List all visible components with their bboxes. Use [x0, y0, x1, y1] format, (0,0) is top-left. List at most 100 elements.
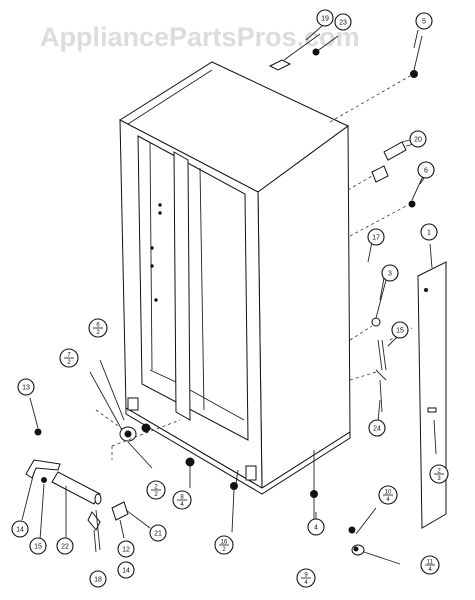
callout-2-2: 22 — [146, 480, 166, 500]
callout-15: 15 — [391, 321, 409, 339]
callout-label: 18 — [94, 577, 102, 584]
hinge-clip — [371, 165, 389, 183]
callout-label: 20 — [414, 137, 422, 144]
callout-19: 19 — [316, 9, 334, 27]
left-hinge-bracket — [127, 397, 139, 411]
hinge-bolt-19 — [268, 59, 292, 71]
callout-circle — [381, 264, 399, 282]
refrigerator-cabinet — [118, 61, 351, 495]
callout-circle — [415, 12, 433, 30]
callout-circle — [11, 520, 29, 538]
callout-numerator: 8 — [180, 495, 184, 501]
callout-circle — [149, 524, 167, 542]
callout-numerator: 2 — [154, 485, 158, 491]
clip-12 — [111, 501, 129, 521]
callout-label: 4 — [314, 525, 318, 532]
screw-4 — [310, 490, 318, 498]
left-bottom-hinge-assembly — [89, 359, 181, 469]
callout-label: 14 — [122, 568, 130, 575]
callout-label: 22 — [61, 544, 69, 551]
callout-label: 23 — [339, 20, 347, 27]
callout-4: 4 — [307, 518, 325, 536]
callout-circle — [367, 228, 385, 246]
callout-3: 3 — [381, 264, 399, 282]
callout-6-2: 62 — [88, 318, 108, 338]
callout-denominator: 3 — [437, 476, 441, 482]
callout-20: 20 — [409, 130, 427, 148]
callout-22: 22 — [56, 537, 74, 555]
callout-circle — [29, 537, 47, 555]
callout-label: 17 — [372, 235, 380, 242]
callout-numerator: 11 — [427, 560, 434, 566]
callout-label: 3 — [388, 271, 392, 278]
callout-24: 24 — [368, 419, 386, 437]
callout-numerator: 16 — [221, 540, 228, 546]
callout-label: 6 — [424, 168, 428, 175]
callout-7-2: 72 — [59, 348, 79, 368]
callout-circle — [334, 13, 352, 31]
callout-9-4: 94 — [296, 568, 316, 588]
callout-label: 21 — [154, 531, 162, 538]
callout-numerator: 2 — [437, 469, 441, 475]
callout-23: 23 — [334, 13, 352, 31]
callout-numerator: 6 — [96, 323, 100, 329]
bracket-14 — [87, 511, 101, 531]
panel-1 — [417, 243, 447, 529]
clips-3-15-24 — [349, 279, 413, 413]
callout-circle — [368, 419, 386, 437]
clip-3 — [371, 317, 381, 327]
callout-15: 15 — [29, 537, 47, 555]
callout-circle — [409, 130, 427, 148]
callout-circle — [89, 570, 107, 588]
callout-1: 1 — [420, 223, 438, 241]
callout-denominator: 4 — [386, 497, 390, 503]
callout-denominator: 4 — [180, 502, 184, 508]
callout-circle — [117, 561, 135, 579]
screw-15 — [41, 477, 47, 483]
watermark: AppliancePartsPros.com — [40, 22, 360, 52]
rod-15 — [381, 339, 387, 371]
callout-label: 19 — [321, 16, 329, 23]
callout-label: 24 — [373, 426, 381, 433]
callout-numerator: 10 — [385, 490, 392, 496]
bolt-13 — [34, 428, 42, 436]
callout-label: 15 — [396, 328, 404, 335]
callout-denominator: 4 — [428, 567, 432, 573]
bottom-right-parts — [310, 450, 401, 565]
tube-22 — [51, 471, 101, 505]
callout-denominator: 2 — [154, 492, 158, 498]
callout-denominator: 2 — [96, 330, 100, 336]
callout-numerator: 7 — [67, 353, 71, 359]
bolt-10 — [348, 526, 356, 534]
right-bracket — [245, 465, 257, 481]
callout-8-4: 84 — [172, 490, 192, 510]
leg-screws — [185, 457, 239, 533]
callout-2-3: 23 — [429, 464, 449, 484]
callout-label: 12 — [122, 547, 130, 554]
top-hinge-assembly — [268, 33, 423, 123]
callout-18: 18 — [89, 570, 107, 588]
callout-11-4: 114 — [420, 555, 440, 575]
callout-12: 12 — [117, 540, 135, 558]
callout-label: 1 — [427, 230, 431, 237]
callout-denominator: 2 — [67, 360, 71, 366]
hinge-plate — [383, 141, 407, 161]
cabinet-base — [125, 407, 351, 495]
callout-circle — [316, 9, 334, 27]
callout-circle — [17, 378, 35, 396]
callout-6: 6 — [417, 161, 435, 179]
callout-circle — [417, 161, 435, 179]
toe-grille-assembly — [21, 397, 151, 553]
callout-label: 5 — [422, 19, 426, 26]
callout-label: 13 — [22, 385, 30, 392]
cabinet-mullion — [173, 151, 191, 421]
callout-16-2: 162 — [214, 535, 234, 555]
callout-circle — [56, 537, 74, 555]
callout-circle — [307, 518, 325, 536]
screw-5 — [410, 70, 418, 78]
callout-21: 21 — [149, 524, 167, 542]
callout-denominator: 4 — [304, 580, 308, 586]
callout-label: 15 — [34, 544, 42, 551]
